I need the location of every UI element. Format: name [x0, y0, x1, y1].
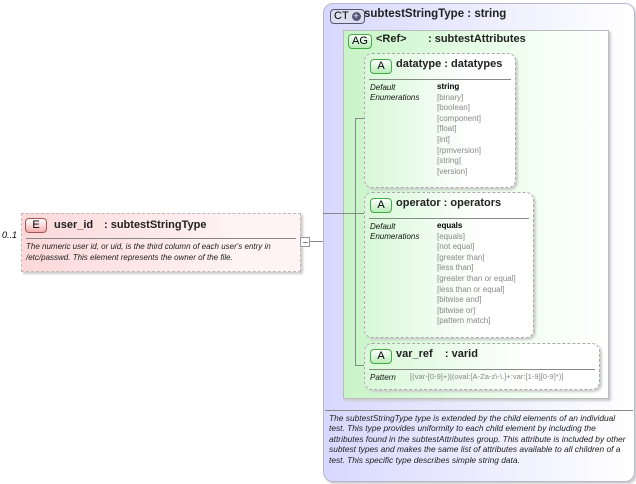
connector — [323, 213, 364, 214]
enum-value: [binary] — [437, 92, 464, 102]
enum-value: [greater than] — [437, 252, 485, 262]
complex-type-badge-label: CT — [334, 10, 349, 22]
plus-icon: + — [351, 11, 361, 21]
attribute-title: var_ref : varid — [396, 348, 478, 360]
attribute-group-badge: AG — [348, 34, 372, 49]
enumeration-values: string [binary] [boolean] [component] [f… — [437, 82, 481, 177]
attribute-badge: A — [370, 59, 392, 74]
collapse-toggle[interactable] — [300, 237, 310, 247]
default-value: equals — [437, 221, 463, 230]
enum-value: [less than or equal] — [437, 284, 505, 294]
enum-value: [less than] — [437, 263, 474, 273]
enumerations-label: Enumerations — [370, 232, 420, 241]
default-value: string — [437, 82, 460, 91]
enum-value: [equals] — [437, 231, 466, 241]
complex-type-title: subtestStringType : string — [364, 8, 507, 20]
attribute-title: datatype : datatypes — [396, 58, 503, 70]
enum-value: [rpmversion] — [437, 145, 482, 155]
enum-value: [version] — [437, 166, 468, 176]
attribute-badge: A — [370, 349, 392, 364]
connector — [355, 365, 364, 366]
default-label: Default — [370, 222, 396, 231]
enum-value: [bitwise and] — [437, 295, 482, 305]
element-documentation: The numeric user id, or uid, is the thir… — [26, 242, 271, 262]
enum-value: [bitwise or] — [437, 305, 476, 315]
enum-value: [string] — [437, 156, 462, 166]
attribute-badge: A — [370, 198, 392, 213]
connector — [309, 241, 323, 242]
enum-value: [component] — [437, 113, 482, 123]
attribute-var-ref[interactable]: A var_ref : varid Pattern [(var-[0-9]+)|… — [364, 343, 600, 390]
enum-value: [int] — [437, 134, 450, 144]
attribute-title: operator : operators — [396, 197, 502, 209]
enumeration-values: equals [equals] [not equal] [greater tha… — [437, 221, 516, 327]
element-type: : subtestStringType — [104, 219, 207, 231]
attribute-datatype[interactable]: A datatype : datatypes Default Enumerati… — [364, 53, 516, 188]
divider — [369, 369, 595, 370]
attribute-operator[interactable]: A operator : operators Default Enumerati… — [364, 192, 534, 338]
attribute-group-ref: <Ref> — [376, 33, 407, 45]
default-label: Default — [370, 83, 396, 92]
pattern-value: [(var-[0-9]+)|(oval:[A-Za-z\-\.]+:var:[1… — [410, 372, 564, 381]
complex-type-documentation: The subtestStringType type is extended b… — [329, 413, 626, 465]
connector — [355, 118, 356, 365]
complex-type-badge: CT + — [330, 9, 365, 24]
enum-value: [float] — [437, 124, 457, 134]
enum-value: [boolean] — [437, 103, 470, 113]
pattern-label: Pattern — [370, 373, 396, 382]
element-badge: E — [25, 218, 47, 233]
enumerations-label: Enumerations — [370, 93, 420, 102]
cardinality-label: 0..1 — [2, 230, 18, 240]
divider — [369, 218, 529, 219]
divider — [369, 79, 511, 80]
enum-value: [pattern match] — [437, 316, 491, 326]
connector — [355, 118, 364, 119]
enum-value: [greater than or equal] — [437, 273, 516, 283]
element-user-id[interactable]: E user_id : subtestStringType The numeri… — [21, 213, 301, 272]
attribute-group-name: : subtestAttributes — [428, 33, 526, 45]
element-name: user_id — [54, 219, 94, 231]
divider — [325, 410, 633, 411]
enum-value: [not equal] — [437, 242, 475, 252]
divider — [26, 238, 296, 239]
